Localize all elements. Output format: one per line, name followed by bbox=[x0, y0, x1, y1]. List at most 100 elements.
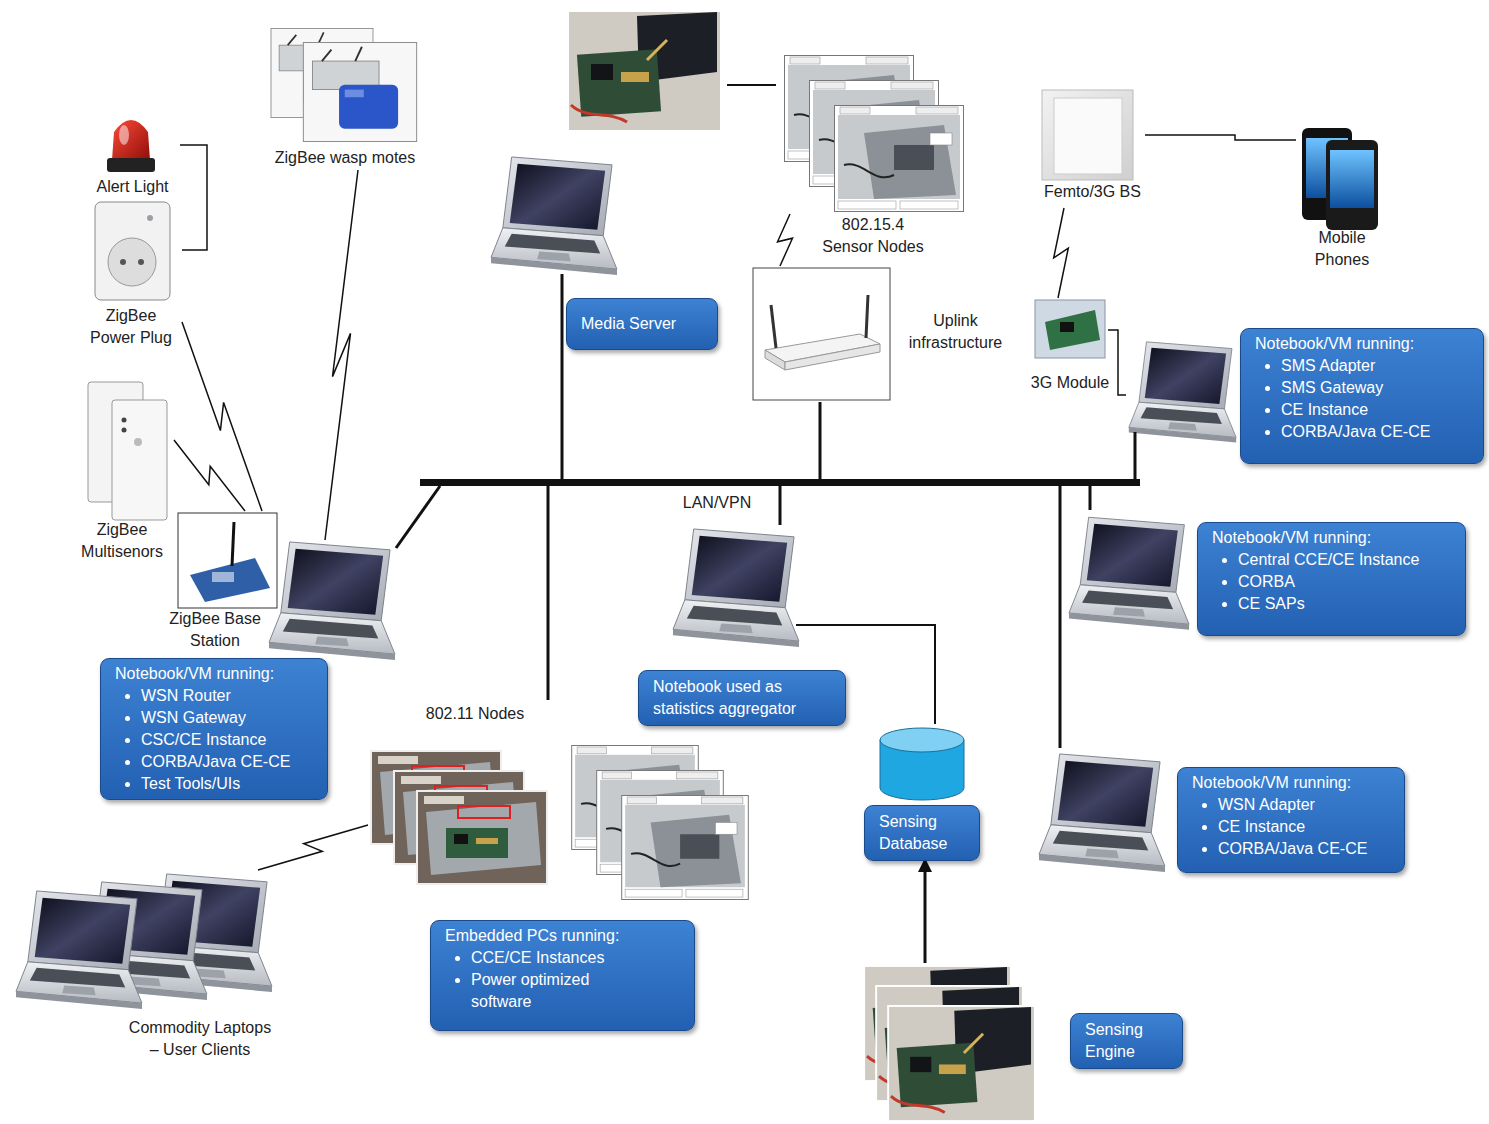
caption-text: LAN/VPN bbox=[672, 492, 762, 514]
database-icon-part bbox=[880, 728, 964, 752]
base-station-icon-part bbox=[232, 522, 234, 566]
photo-stacks-part bbox=[417, 791, 547, 884]
callout-text: Media Server bbox=[581, 313, 676, 335]
device-node: ZigBee wasp motes bbox=[262, 26, 425, 170]
callout-box: Media Server bbox=[566, 298, 718, 350]
network-bus: LAN/VPN bbox=[420, 479, 1140, 486]
base-station-icon bbox=[178, 513, 277, 608]
router-icon-part bbox=[866, 295, 868, 338]
photo-stacks-part bbox=[835, 106, 964, 212]
phone-icons-part bbox=[1326, 140, 1378, 230]
connector bbox=[924, 860, 927, 963]
database-icon bbox=[880, 728, 964, 800]
bullet-item: CORBA bbox=[1238, 571, 1451, 593]
femto-icon-part bbox=[1054, 98, 1122, 174]
cable-lines-part bbox=[796, 624, 846, 626]
connector bbox=[180, 145, 207, 250]
callout-text: Sensing Engine bbox=[1085, 1019, 1168, 1063]
base-station-icon-part bbox=[190, 558, 270, 602]
connector bbox=[1108, 330, 1126, 395]
connector bbox=[547, 486, 550, 700]
connector bbox=[819, 402, 822, 479]
caption: ZigBee Power Plug bbox=[86, 305, 176, 349]
callout-node: Sensing Database bbox=[862, 724, 982, 860]
photo-stacks-part bbox=[303, 42, 416, 141]
caption: Uplink infrastructure bbox=[898, 310, 1013, 354]
callout-heading: Notebook/VM running: bbox=[1192, 772, 1390, 794]
caption: ZigBee Multisenors bbox=[72, 519, 172, 563]
device-node: ZigBee Base Station bbox=[165, 511, 280, 652]
caption-text: Femto/3G BS bbox=[1040, 181, 1145, 203]
connector bbox=[1089, 486, 1092, 510]
caption: ZigBee wasp motes bbox=[265, 147, 425, 169]
bullet-item: CSC/CE Instance bbox=[141, 729, 313, 751]
wireless-link bbox=[325, 170, 358, 540]
router-icon bbox=[753, 268, 890, 400]
base-station-icon-part bbox=[212, 572, 234, 582]
power-plug-icon-part bbox=[95, 202, 170, 300]
device-node: Alert Light bbox=[85, 112, 180, 200]
femto-icon bbox=[1042, 90, 1133, 180]
caption-text: Mobile Phones bbox=[1302, 227, 1382, 271]
callout-node: Notebook/VM running:Central CCE/CE Insta… bbox=[1066, 510, 1467, 638]
laptop-icons-part bbox=[1039, 754, 1165, 872]
bullet-item: CE Instance bbox=[1218, 816, 1390, 838]
multisensor-icons-part bbox=[122, 428, 127, 433]
caption: Mobile Phones bbox=[1302, 227, 1382, 271]
power-plug-icon-part bbox=[138, 259, 144, 265]
caption: Commodity Laptops – User Clients bbox=[125, 1017, 275, 1061]
alert-light-icon-part bbox=[107, 158, 155, 172]
power-plug-icon bbox=[95, 202, 170, 300]
callout-node: Notebook/VM running:WSN AdapterCE Instan… bbox=[1036, 748, 1407, 878]
caption: LAN/VPN bbox=[672, 492, 762, 514]
connector bbox=[779, 486, 782, 525]
device-node: Femto/3G BS bbox=[1040, 88, 1145, 208]
router-icon-part bbox=[753, 268, 890, 400]
photo-stacks-part bbox=[568, 11, 721, 131]
router-icon-part bbox=[765, 350, 785, 370]
device-node: 802.11 Nodes bbox=[368, 700, 752, 903]
caption-text: 3G Module bbox=[1020, 372, 1120, 394]
photo-stacks bbox=[271, 11, 1035, 1121]
callout-heading: Notebook/VM running: bbox=[1212, 527, 1451, 549]
callout-node: Sensing Engine bbox=[858, 963, 1185, 1122]
module-icon bbox=[1035, 300, 1105, 358]
callout-text: Notebook used as statistics aggregator bbox=[653, 676, 831, 720]
callout-node: Notebook/VM running:SMS AdapterSMS Gatew… bbox=[1126, 326, 1485, 464]
callout-text: Sensing Database bbox=[879, 811, 965, 855]
module-icon-part bbox=[1035, 300, 1105, 358]
wireless-link bbox=[258, 825, 368, 870]
multisensor-icons-part bbox=[134, 438, 142, 446]
bullet-item: CORBA/Java CE-CE bbox=[141, 751, 313, 773]
caption: 802.15.4 Sensor Nodes bbox=[818, 214, 928, 258]
caption-text: Uplink infrastructure bbox=[898, 310, 1013, 354]
caption-text: 802.11 Nodes bbox=[415, 703, 535, 725]
bullet-item: CE Instance bbox=[1281, 399, 1469, 421]
alert-light-icon-part bbox=[119, 125, 129, 145]
router-icon-part bbox=[785, 344, 880, 370]
laptop-icons-part bbox=[1129, 342, 1236, 443]
bullet-item: SMS Gateway bbox=[1281, 377, 1469, 399]
bullet-item: Central CCE/CE Instance bbox=[1238, 549, 1451, 571]
femto-icon-part bbox=[1042, 90, 1133, 180]
laptop-icons-part bbox=[491, 157, 617, 275]
caption-text: ZigBee Multisenors bbox=[72, 519, 172, 563]
callout-box: Sensing Database bbox=[864, 805, 980, 861]
caption: 802.11 Nodes bbox=[415, 703, 535, 725]
phone-icons-part bbox=[1330, 150, 1374, 208]
device-node: Commodity Laptops – User Clients bbox=[12, 870, 277, 1062]
power-plug-icon-part bbox=[120, 259, 126, 265]
callout-node: Notebook used as statistics aggregator bbox=[638, 525, 846, 722]
bullet-list: WSN AdapterCE InstanceCORBA/Java CE-CE bbox=[1192, 794, 1390, 860]
device-node: Uplink infrastructure bbox=[752, 266, 1015, 402]
callout-box: Notebook/VM running:WSN AdapterCE Instan… bbox=[1177, 767, 1405, 873]
bullet-item: WSN Gateway bbox=[141, 707, 313, 729]
caption: Femto/3G BS bbox=[1040, 181, 1145, 203]
connector bbox=[1134, 464, 1137, 479]
multisensor-icons bbox=[88, 382, 167, 520]
base-station-icon-part bbox=[178, 513, 277, 608]
device-node: ZigBee Multisenors bbox=[68, 378, 174, 564]
callout-heading: Notebook/VM running: bbox=[1255, 333, 1469, 355]
callout-box: Notebook/VM running:SMS AdapterSMS Gatew… bbox=[1240, 328, 1484, 464]
